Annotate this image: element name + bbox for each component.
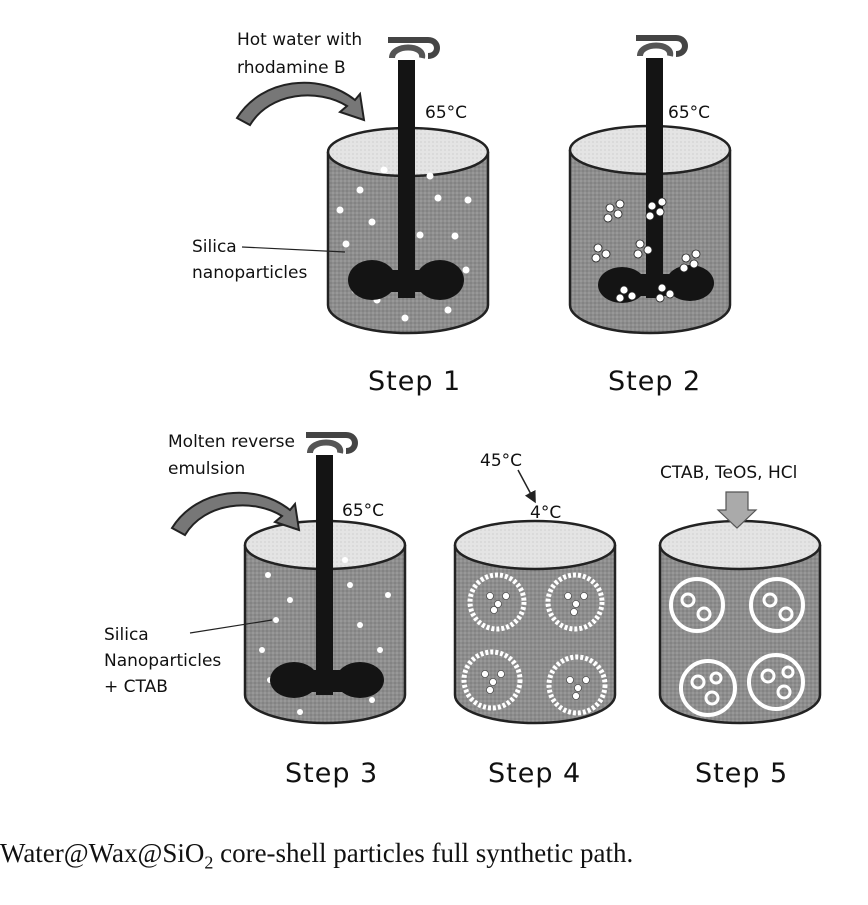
step4-cooling-arrow xyxy=(517,469,536,504)
inner-nanoparticles xyxy=(481,592,590,700)
step1-temperature: 65°C xyxy=(425,103,467,123)
step3-particles-label-line1: Silica xyxy=(104,625,149,645)
step1-input-label-line1: Hot water with xyxy=(237,30,362,50)
silica-nanoparticle xyxy=(259,557,391,715)
step3-input-label-line1: Molten reverse xyxy=(168,432,295,452)
caption-text-pre: Water@Wax@SiO xyxy=(0,838,205,868)
step2-beaker xyxy=(568,35,732,335)
figure-caption: Water@Wax@SiO2 core-shell particles full… xyxy=(0,838,868,873)
step3-title: Step 3 xyxy=(285,758,378,789)
step1-particles-label-line1: Silica xyxy=(192,237,237,257)
step3-label-leader xyxy=(189,619,273,634)
step3-input-label-line2: emulsion xyxy=(168,459,245,479)
step4-temp-end: 4°C xyxy=(530,503,561,523)
step1-pour-arrow xyxy=(235,81,366,127)
step5-beaker xyxy=(658,519,822,725)
step4-temp-start: 45°C xyxy=(480,451,522,471)
emulsion-droplet xyxy=(461,572,608,716)
silica-nanoparticle xyxy=(336,166,472,322)
stirrer xyxy=(270,432,384,698)
step3-particles-label-line2: Nanoparticles xyxy=(104,651,221,671)
step1-label-leader xyxy=(241,246,346,253)
caption-subscript: 2 xyxy=(204,852,214,873)
stirrer xyxy=(598,35,714,303)
step4-beaker xyxy=(453,519,617,725)
stirrer xyxy=(348,37,464,300)
step2-title: Step 2 xyxy=(608,366,701,397)
step2-temperature: 65°C xyxy=(668,103,710,123)
step1-title: Step 1 xyxy=(368,366,461,397)
step5-addition-arrow xyxy=(716,491,758,529)
caption-text-post: core-shell particles full synthetic path… xyxy=(213,838,634,868)
step3-pour-arrow xyxy=(170,491,301,537)
step3-beaker xyxy=(243,432,407,725)
step1-particles-label-line2: nanoparticles xyxy=(192,263,307,283)
step5-reagents-label: CTAB, TeOS, HCl xyxy=(660,463,797,483)
step4-title: Step 4 xyxy=(488,758,581,789)
core-shell-particle xyxy=(669,577,805,717)
step3-temperature: 65°C xyxy=(342,501,384,521)
water-core xyxy=(680,592,795,706)
step1-beaker xyxy=(326,37,490,335)
step1-input-label-line2: rhodamine B xyxy=(237,58,346,78)
step5-title: Step 5 xyxy=(695,758,788,789)
step3-particles-label-line3: + CTAB xyxy=(104,677,168,697)
nanoparticle-cluster xyxy=(591,197,701,303)
